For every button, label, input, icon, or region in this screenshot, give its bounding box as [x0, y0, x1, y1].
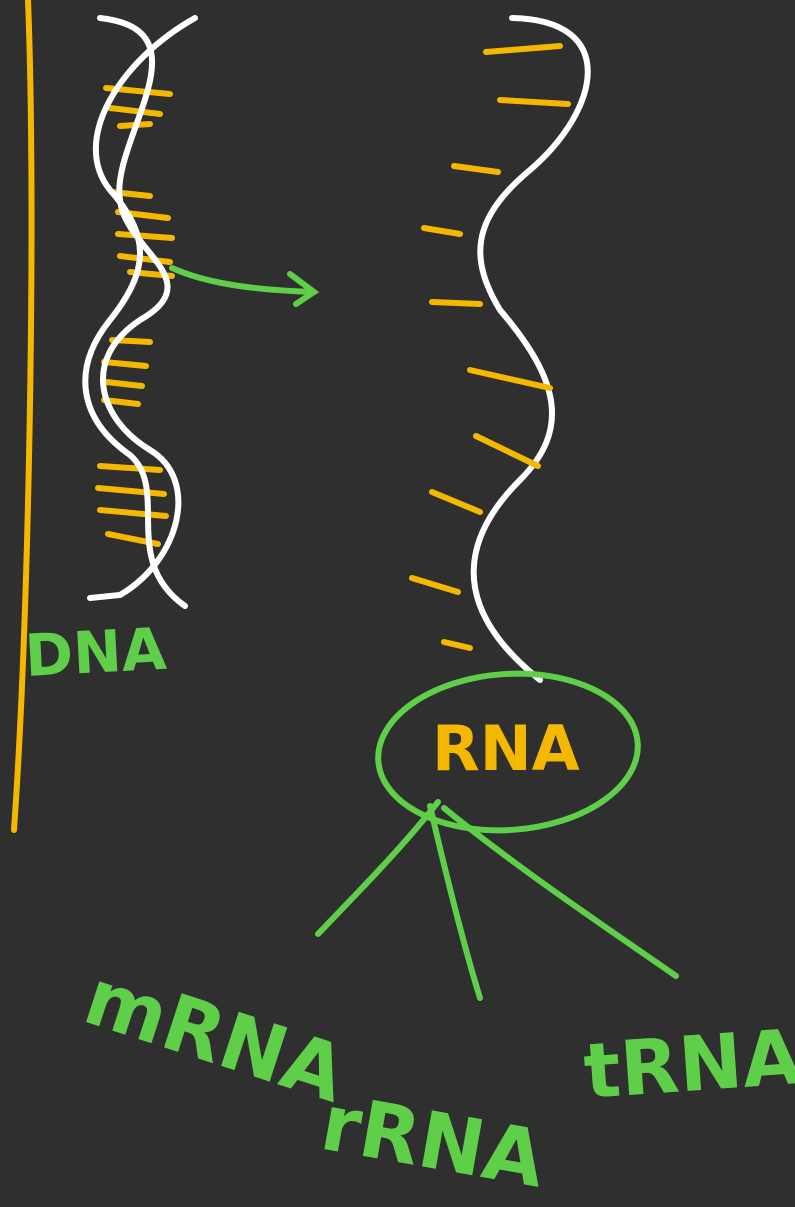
dna-label: DNA [23, 615, 168, 690]
mrna-label: mRNA [74, 952, 356, 1120]
dna-strands [82, 15, 198, 609]
rna-circle [375, 670, 641, 834]
dna-base-pairs [95, 85, 175, 547]
rna-label: RNA [432, 712, 580, 785]
rna-backbone [470, 15, 591, 683]
rrna-label: rRNA [315, 1078, 551, 1206]
branch-rrna [427, 803, 483, 1001]
dna-helix [82, 15, 198, 609]
rna-bases [409, 43, 571, 651]
branch-trna [441, 805, 679, 979]
margin-line [11, 0, 35, 833]
branch-mrna [315, 799, 441, 937]
rna-branches [315, 799, 679, 1001]
rna-strand [409, 15, 591, 683]
trna-label: tRNA [581, 1012, 795, 1116]
transcription-arrow [169, 265, 320, 307]
